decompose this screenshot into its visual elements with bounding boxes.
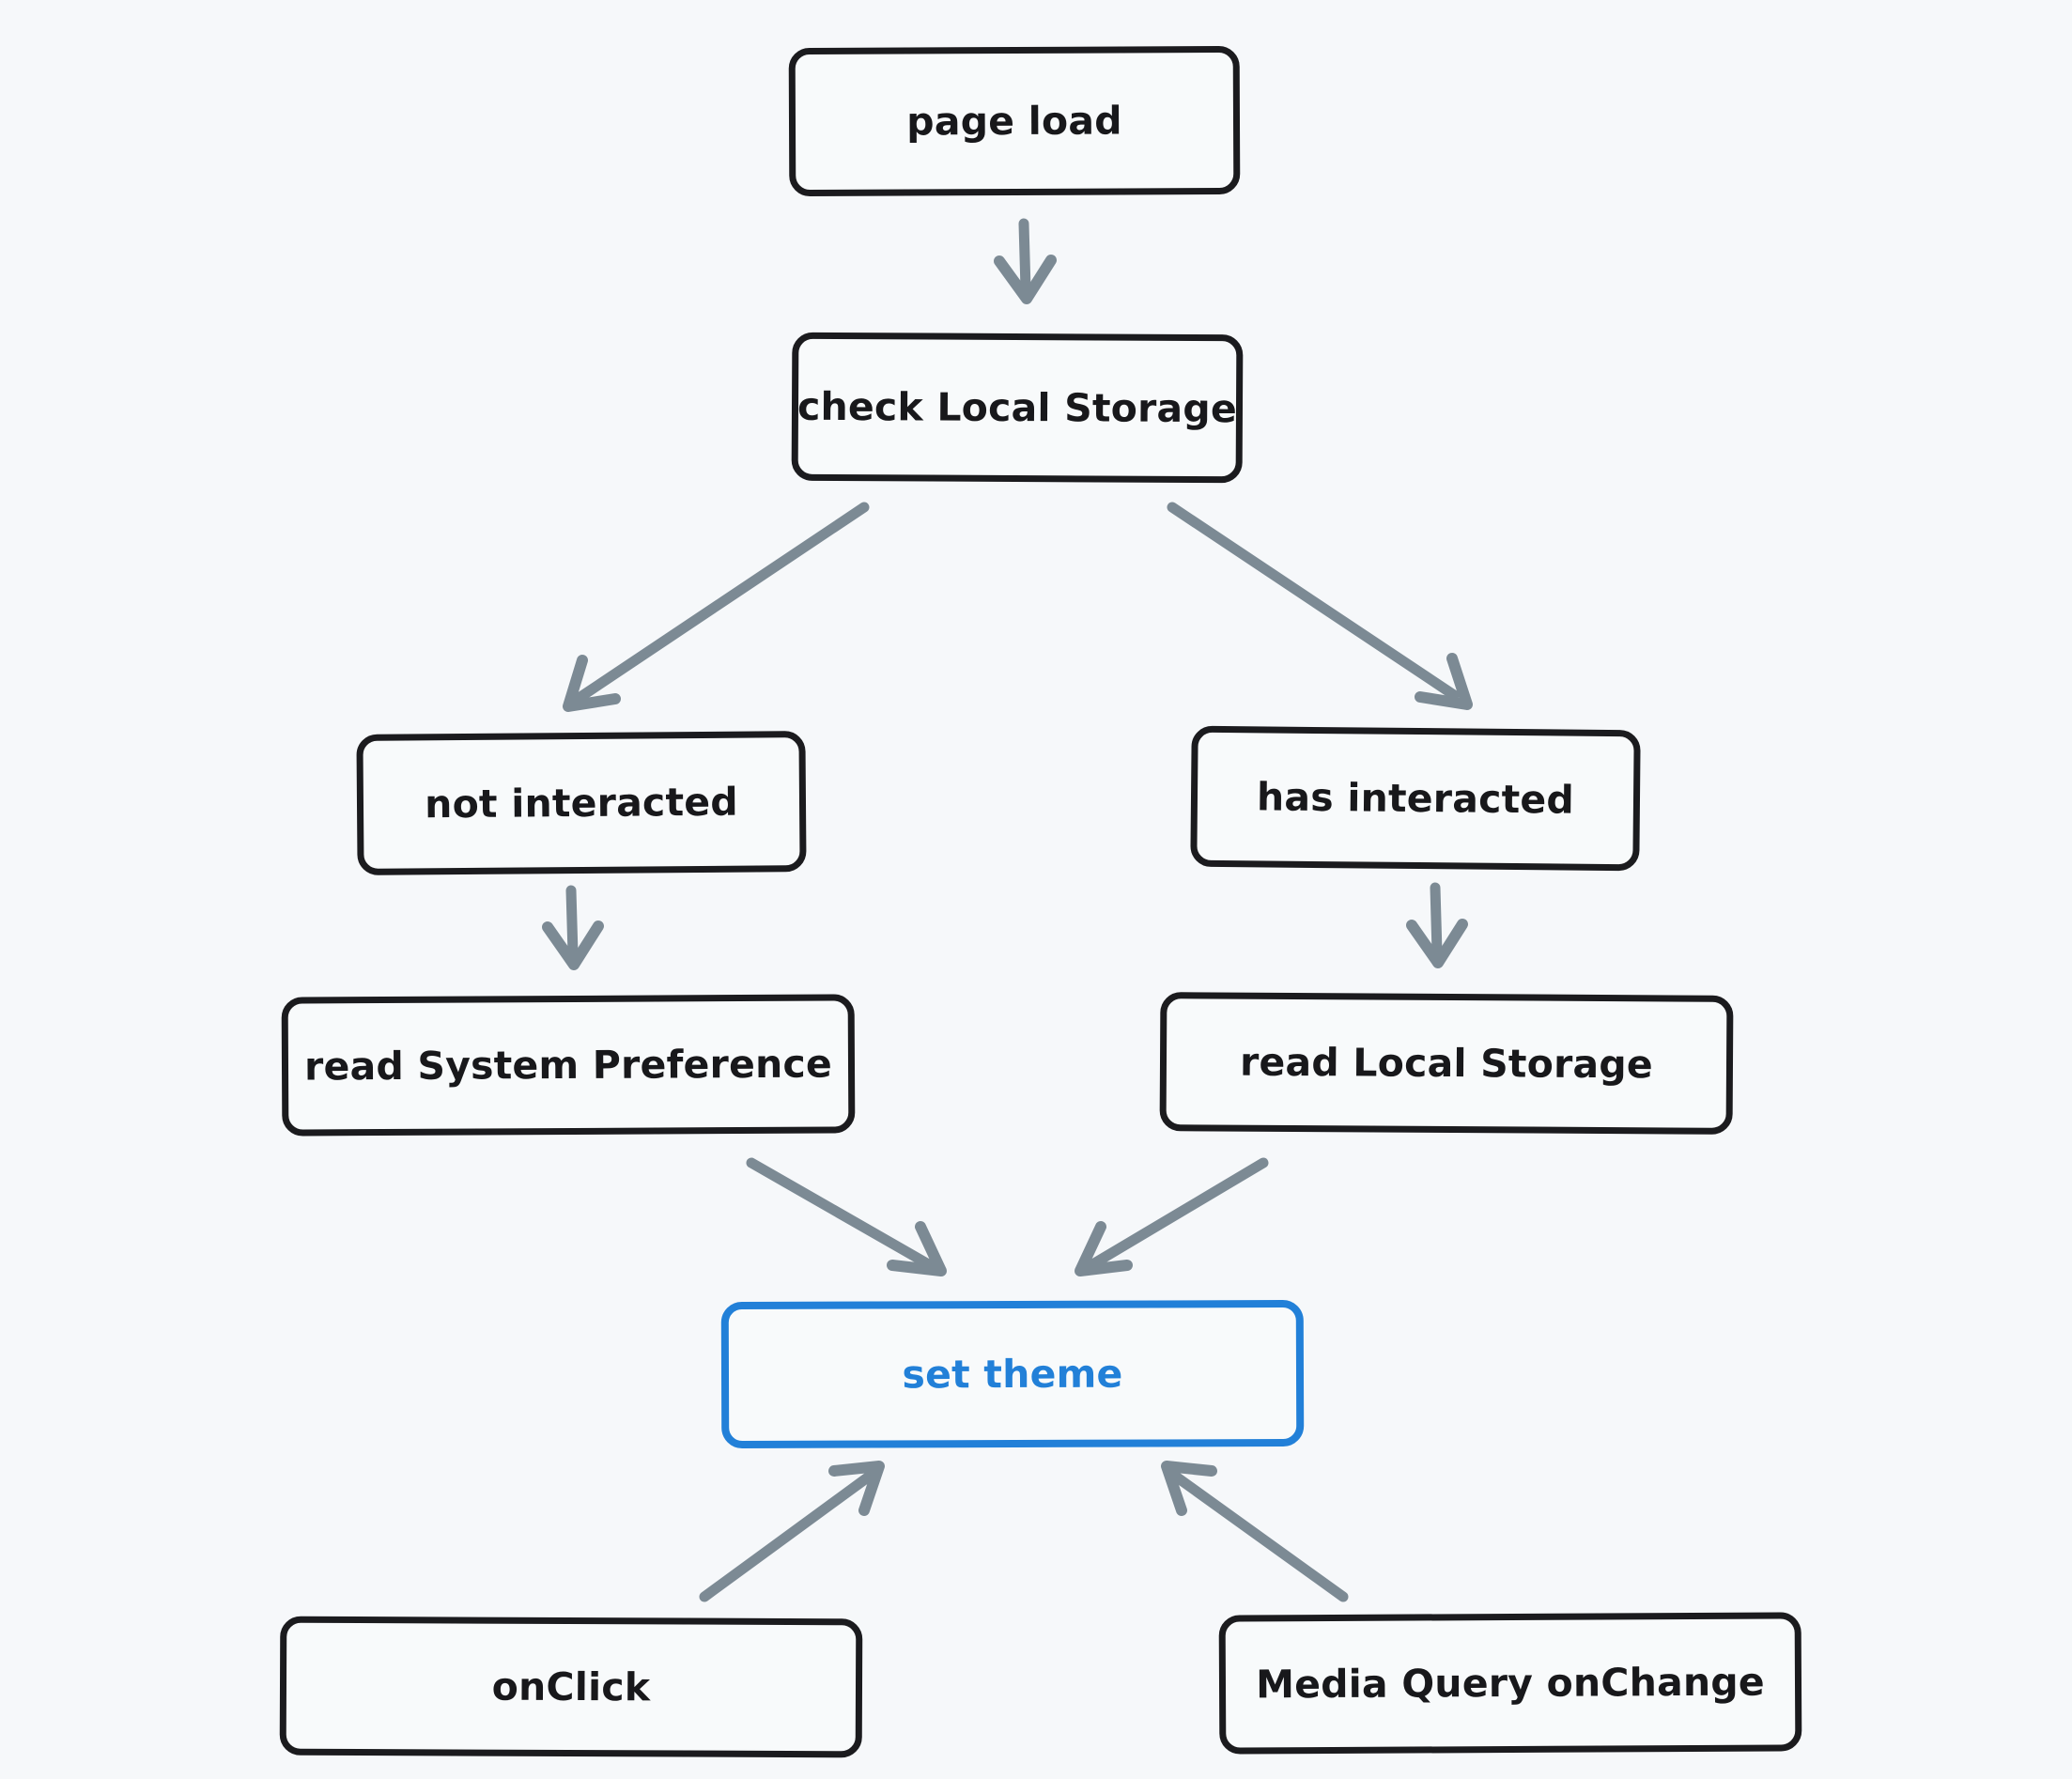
- node-label: not interacted: [425, 779, 738, 827]
- node-page-load[interactable]: page load: [788, 45, 1241, 197]
- edge-check-storage-to-has-interacted: [1167, 502, 1473, 710]
- node-label: Media Query onChange: [1256, 1659, 1765, 1707]
- edge-not-interacted-to-read-system: [542, 885, 604, 970]
- edge-media-query-to-set-theme: [1161, 1461, 1349, 1602]
- edge-has-interacted-to-read-local: [1406, 882, 1468, 968]
- edge-onclick-to-set-theme: [699, 1461, 885, 1602]
- node-read-system-preference[interactable]: read System Preference: [281, 994, 856, 1137]
- node-label: has interacted: [1256, 773, 1575, 823]
- node-label: check Local Storage: [796, 383, 1238, 431]
- edge-page-load-to-check-storage: [994, 218, 1057, 304]
- node-has-interacted[interactable]: has interacted: [1190, 725, 1641, 872]
- node-label: set theme: [902, 1351, 1123, 1397]
- node-label: page load: [906, 97, 1122, 145]
- node-label: read System Preference: [303, 1041, 833, 1089]
- node-onclick[interactable]: onClick: [279, 1616, 863, 1758]
- edge-read-local-to-set-theme: [1075, 1157, 1269, 1276]
- node-media-query-onchange[interactable]: Media Query onChange: [1218, 1612, 1802, 1755]
- edge-check-storage-to-not-interacted: [563, 502, 870, 712]
- node-read-local-storage[interactable]: read Local Storage: [1159, 992, 1734, 1135]
- node-check-local-storage[interactable]: check Local Storage: [791, 332, 1244, 484]
- node-label: read Local Storage: [1239, 1039, 1654, 1087]
- node-label: onClick: [491, 1663, 651, 1709]
- node-not-interacted[interactable]: not interacted: [356, 731, 807, 875]
- node-set-theme[interactable]: set theme: [720, 1299, 1305, 1449]
- edge-read-system-to-set-theme: [746, 1157, 947, 1276]
